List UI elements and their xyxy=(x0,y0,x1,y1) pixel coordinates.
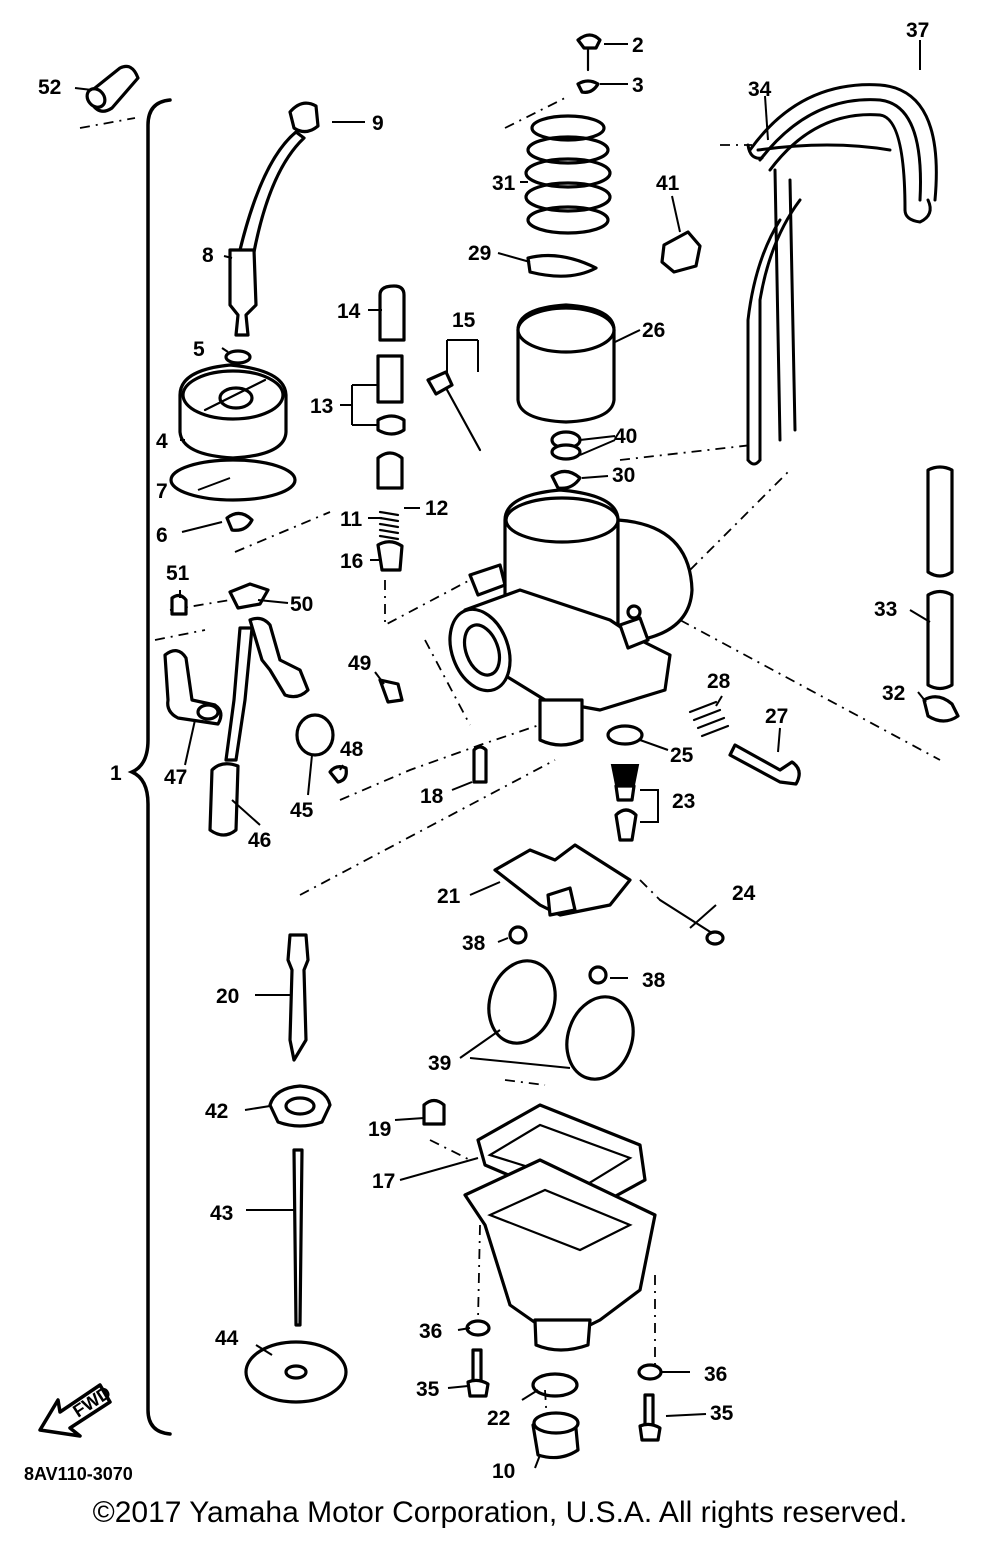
callout-33: 33 xyxy=(874,598,897,621)
callout-24: 24 xyxy=(732,882,756,905)
callout-21: 21 xyxy=(437,885,461,908)
throttle-valve xyxy=(516,253,616,490)
carburetor-body xyxy=(448,488,694,747)
callout-19: 19 xyxy=(368,1118,391,1141)
starter-components xyxy=(163,582,404,837)
callout-30: 30 xyxy=(612,464,635,487)
callout-47: 47 xyxy=(164,766,187,789)
copyright-notice: ©2017 Yamaha Motor Corporation, U.S.A. A… xyxy=(92,1496,908,1529)
forward-arrow-icon: FWD xyxy=(38,1382,115,1438)
float-arm-assembly xyxy=(493,843,725,946)
callout-35b: 35 xyxy=(710,1402,734,1425)
jets-and-screws xyxy=(472,700,801,842)
callout-35a: 35 xyxy=(416,1378,440,1401)
bowl-screws xyxy=(465,1319,663,1460)
callout-29: 29 xyxy=(468,242,491,265)
callout-44: 44 xyxy=(215,1327,239,1350)
throttle-cable-tube xyxy=(224,101,320,365)
callout-4: 4 xyxy=(156,430,168,453)
assembly-guide-lines xyxy=(79,97,941,1441)
callout-49: 49 xyxy=(348,652,371,675)
callout-6: 6 xyxy=(156,524,168,547)
top-screw xyxy=(576,33,602,94)
callout-39: 39 xyxy=(428,1052,451,1075)
callout-1: 1 xyxy=(110,762,122,785)
callout-labels: 1 2 3 4 5 6 7 8 9 10 11 12 13 14 15 16 1… xyxy=(38,19,929,1483)
hose-joint xyxy=(85,64,140,113)
overflow-hose xyxy=(922,465,960,723)
callout-48: 48 xyxy=(340,738,364,761)
callout-17: 17 xyxy=(372,1170,395,1193)
callout-25: 25 xyxy=(670,744,694,767)
callout-46: 46 xyxy=(248,829,271,852)
callout-36a: 36 xyxy=(419,1320,442,1343)
callout-7: 7 xyxy=(156,480,168,503)
floats xyxy=(487,925,635,1081)
vent-hoses xyxy=(746,83,938,466)
callout-8: 8 xyxy=(202,244,214,267)
callout-12: 12 xyxy=(425,497,448,520)
assembly-bracket xyxy=(127,98,172,1436)
callout-26: 26 xyxy=(642,319,665,342)
callout-34: 34 xyxy=(748,78,772,101)
callout-11: 11 xyxy=(340,508,363,531)
callout-13: 13 xyxy=(310,395,333,418)
starter-plunger-stack xyxy=(376,284,406,572)
callout-38a: 38 xyxy=(462,932,486,955)
callout-14: 14 xyxy=(337,300,361,323)
throttle-stop-screw xyxy=(426,370,482,452)
float-bowl xyxy=(463,1103,657,1352)
callout-45: 45 xyxy=(290,799,314,822)
mixing-chamber-top xyxy=(169,363,297,532)
hose-clip xyxy=(660,230,702,274)
callout-38b: 38 xyxy=(642,969,666,992)
callout-5: 5 xyxy=(193,338,205,361)
callout-50: 50 xyxy=(290,593,313,616)
leader-lines xyxy=(74,40,931,1469)
callout-32: 32 xyxy=(882,682,905,705)
callout-18: 18 xyxy=(420,785,444,808)
callout-41: 41 xyxy=(656,172,680,195)
callout-23: 23 xyxy=(672,790,695,813)
callout-15: 15 xyxy=(452,309,476,332)
callout-9: 9 xyxy=(372,112,384,135)
callout-52: 52 xyxy=(38,76,61,99)
callout-36b: 36 xyxy=(704,1363,727,1386)
callout-37: 37 xyxy=(906,19,929,42)
callout-16: 16 xyxy=(340,550,363,573)
callout-42: 42 xyxy=(205,1100,228,1123)
throttle-valve-spring xyxy=(524,114,612,235)
diagram-code: 8AV110-3070 xyxy=(24,1464,133,1484)
callout-43: 43 xyxy=(210,1202,233,1225)
callout-22: 22 xyxy=(487,1407,510,1430)
callout-51: 51 xyxy=(166,562,190,585)
callout-28: 28 xyxy=(707,670,731,693)
main-jet xyxy=(422,1098,446,1126)
callout-20: 20 xyxy=(216,985,239,1008)
callout-31: 31 xyxy=(492,172,516,195)
callout-27: 27 xyxy=(765,705,788,728)
callout-2: 2 xyxy=(632,34,644,57)
callout-40: 40 xyxy=(614,425,637,448)
needle-jet-assembly xyxy=(244,933,348,1404)
callout-10: 10 xyxy=(492,1460,515,1483)
callout-3: 3 xyxy=(632,74,644,97)
